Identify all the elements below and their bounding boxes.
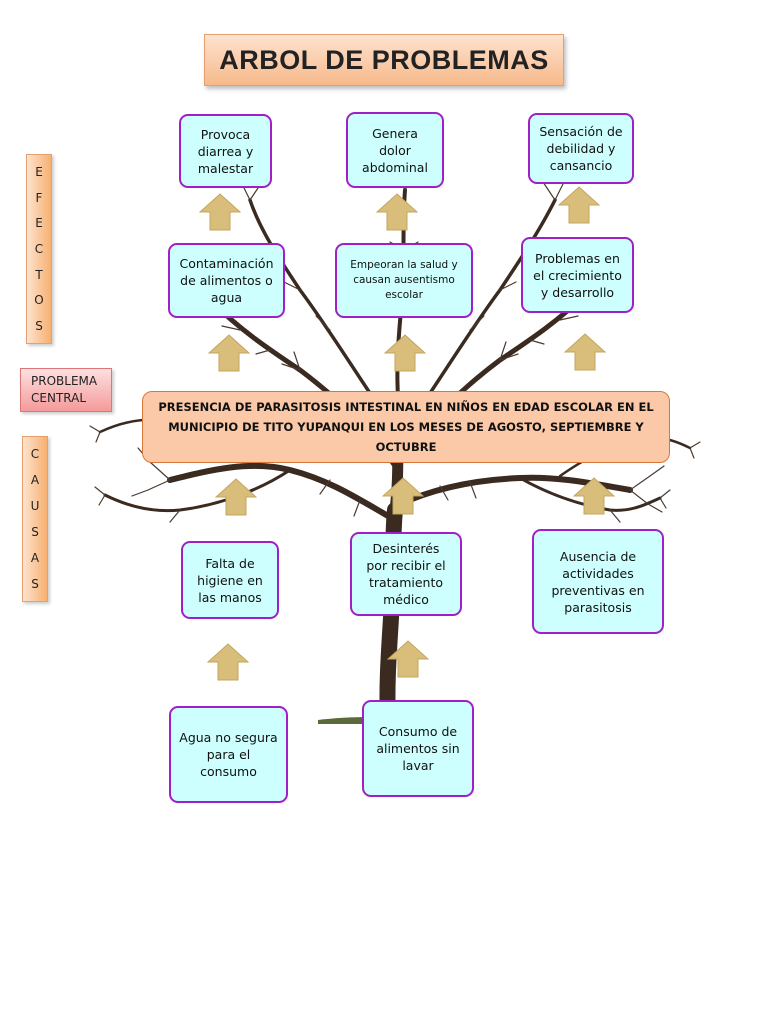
cause-box-desinteres: Desinterés por recibir el tratamiento mé… (350, 532, 462, 616)
causas-letter: U (30, 499, 40, 513)
efectos-label: E F E C T O S (26, 154, 52, 344)
effect-box-diarrea: Provoca diarrea y malestar (179, 114, 272, 188)
effect-box-debilidad: Sensación de debilidad y cansancio (528, 113, 634, 184)
efectos-letter: S (35, 319, 43, 334)
causas-letter: A (30, 473, 40, 487)
effect-box-ausentismo: Empeoran la salud y causan ausentismo es… (335, 243, 473, 318)
cause-box-agua: Agua no segura para el consumo (169, 706, 288, 803)
causas-label: C A U S A S (22, 436, 48, 602)
efectos-letter: C (34, 241, 44, 256)
up-arrow-icon (376, 193, 418, 231)
effect-box-crecimiento: Problemas en el crecimiento y desarrollo (521, 237, 634, 313)
efectos-letter: O (34, 293, 44, 308)
up-arrow-icon (208, 334, 250, 372)
cause-box-ausencia: Ausencia de actividades preventivas en p… (532, 529, 664, 634)
up-arrow-icon (387, 640, 429, 678)
efectos-letter: E (35, 164, 43, 179)
cause-box-higiene: Falta de higiene en las manos (181, 541, 279, 619)
up-arrow-icon (564, 333, 606, 371)
up-arrow-icon (207, 643, 249, 681)
diagram-title: ARBOL DE PROBLEMAS (204, 34, 564, 86)
up-arrow-icon (382, 477, 424, 515)
central-problem: PRESENCIA DE PARASITOSIS INTESTINAL EN N… (142, 391, 670, 463)
up-arrow-icon (215, 478, 257, 516)
efectos-letter: F (35, 190, 43, 205)
problema-central-label: PROBLEMA CENTRAL (20, 368, 112, 412)
efectos-letter: E (35, 216, 43, 231)
causas-letter: S (31, 577, 39, 591)
up-arrow-icon (558, 186, 600, 224)
causas-letter: A (30, 551, 40, 565)
effect-box-contaminacion: Contaminación de alimentos o agua (168, 243, 285, 318)
up-arrow-icon (199, 193, 241, 231)
up-arrow-icon (384, 334, 426, 372)
effect-box-dolor: Genera dolor abdominal (346, 112, 444, 188)
cause-box-alimentos: Consumo de alimentos sin lavar (362, 700, 474, 797)
up-arrow-icon (573, 477, 615, 515)
causas-letter: S (31, 525, 39, 539)
efectos-letter: T (35, 267, 43, 282)
causas-letter: C (30, 447, 40, 461)
